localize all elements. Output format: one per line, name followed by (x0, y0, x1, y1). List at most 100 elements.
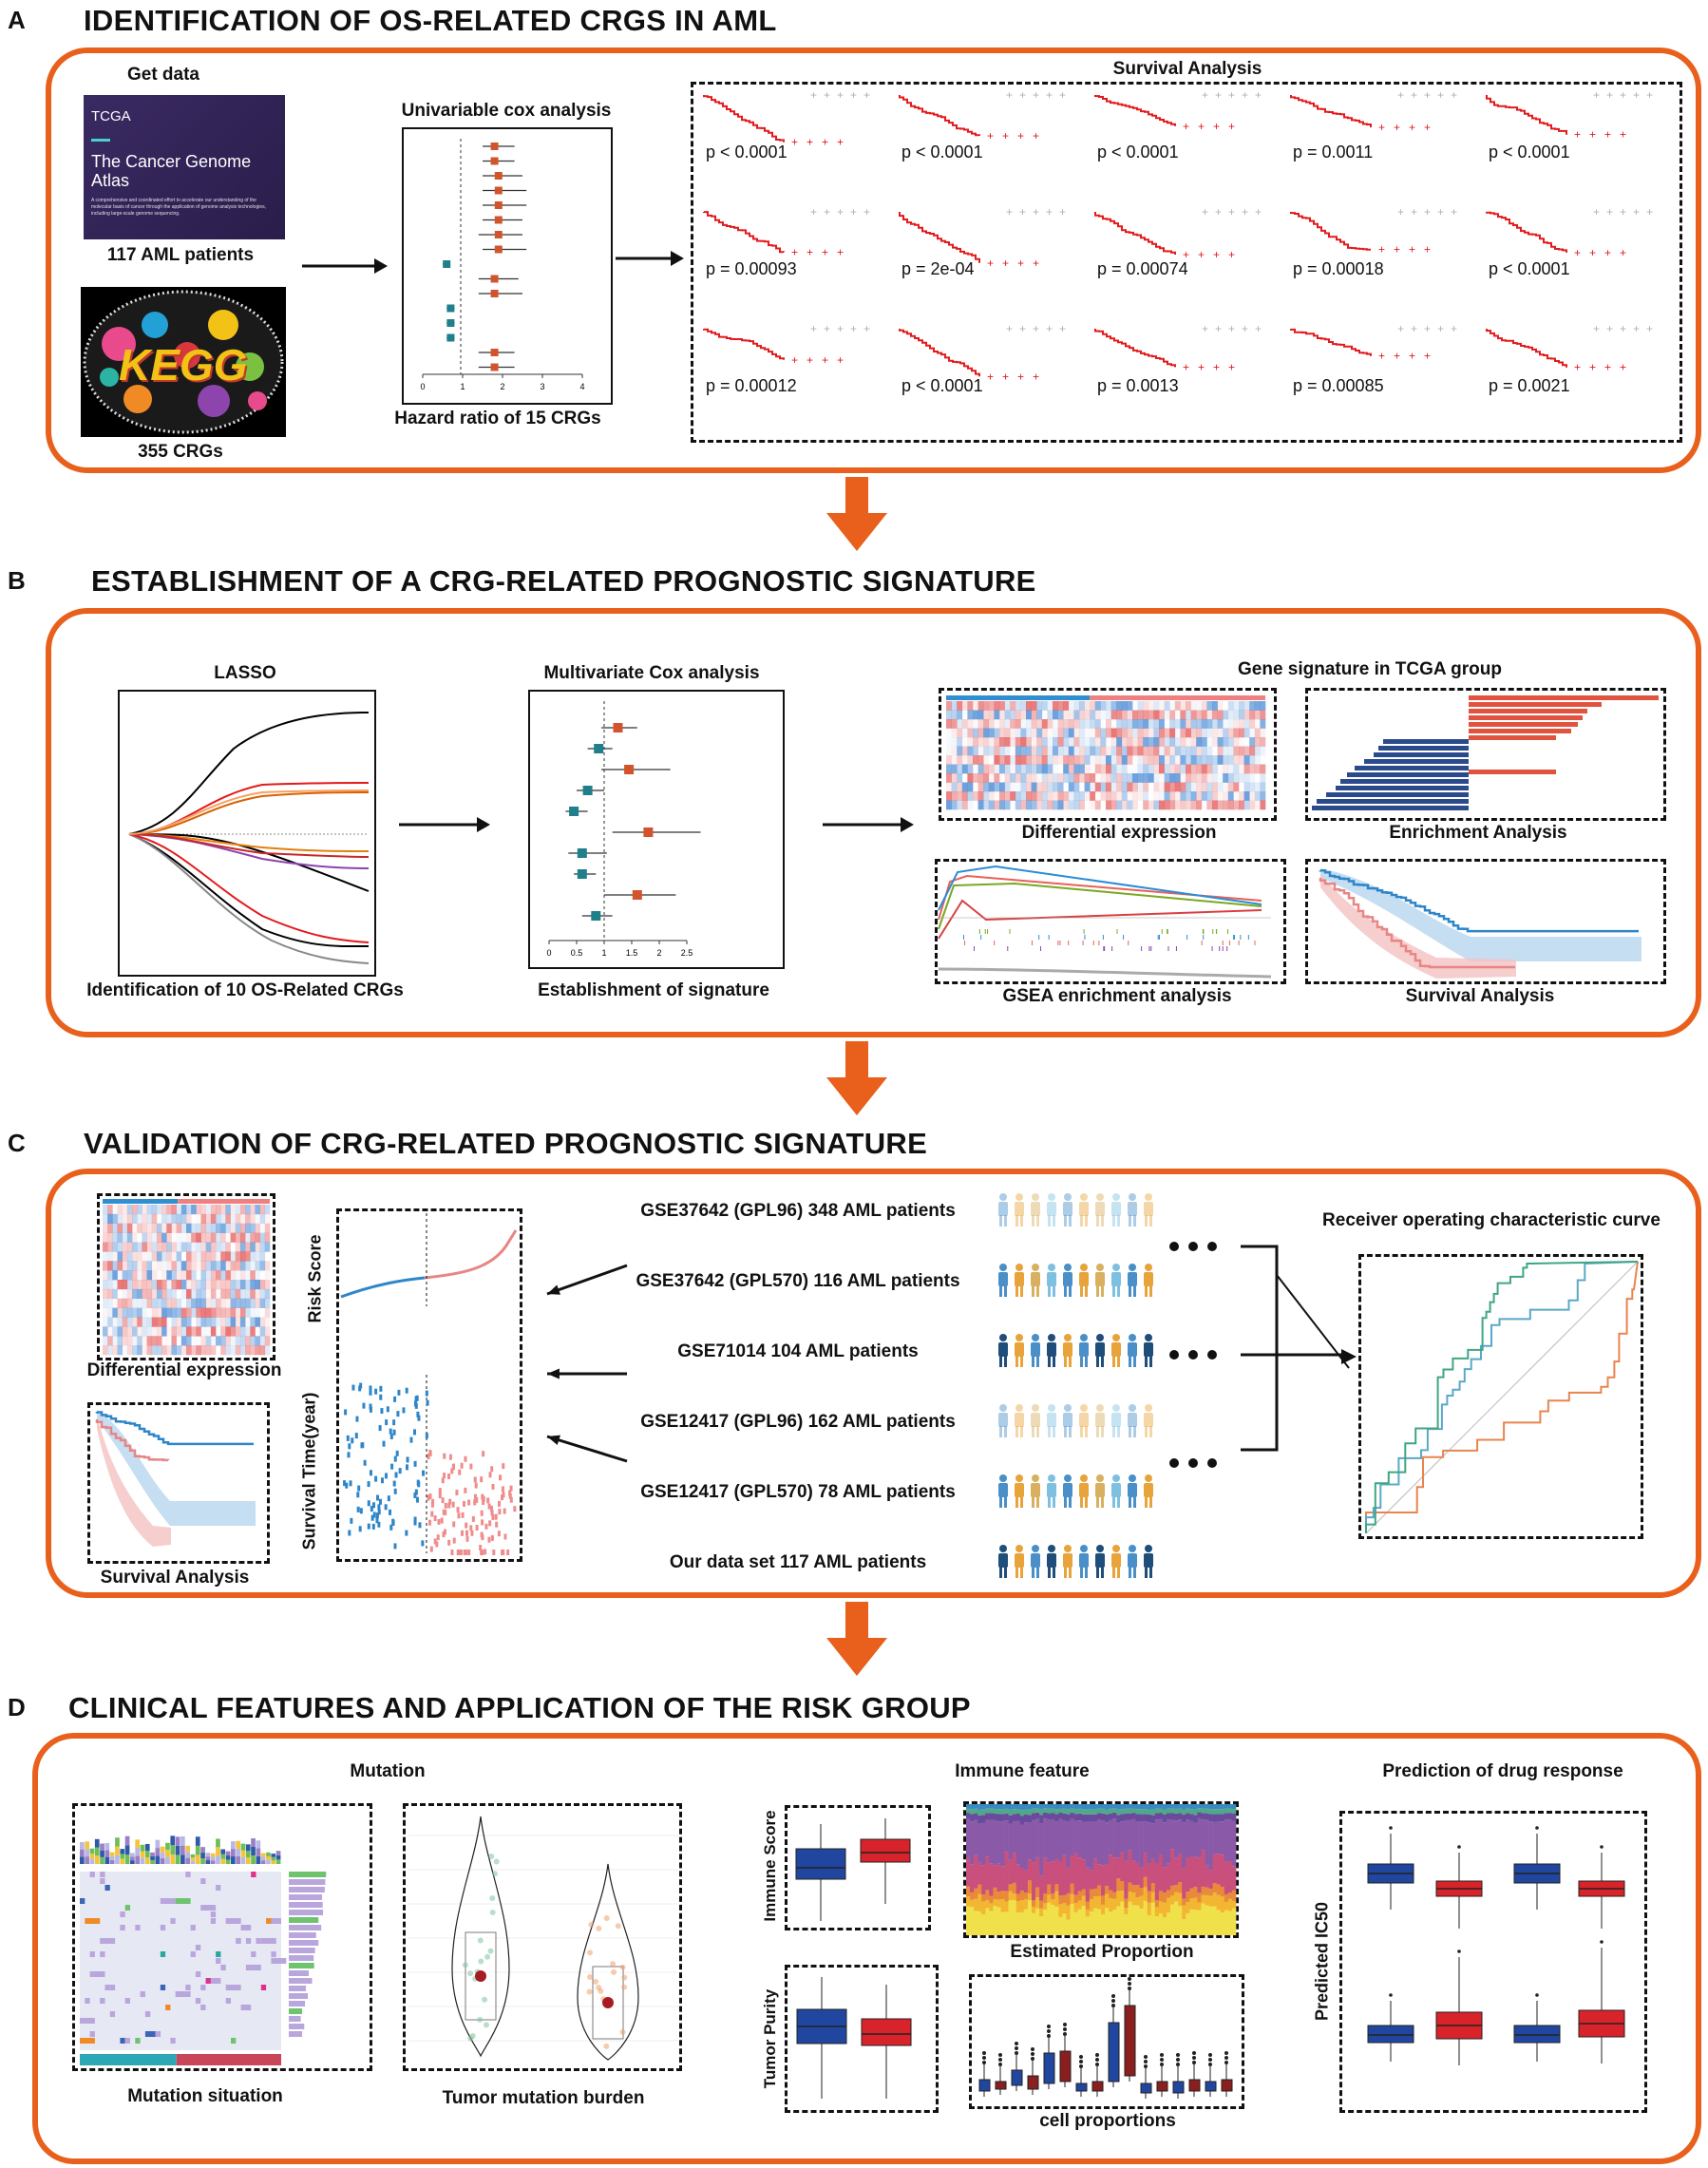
tmb-bar-segment (256, 1855, 261, 1864)
person-icon-leg (1145, 1426, 1148, 1437)
cell-box-outlier (1063, 2023, 1067, 2026)
mutation-cell (225, 1998, 231, 2004)
proportion-segment (1039, 1809, 1044, 1816)
heatmap-cell (180, 1336, 187, 1346)
person-icon-head (999, 1474, 1007, 1482)
km-censor-mark: + (1228, 322, 1235, 335)
heatmap-cell (1260, 701, 1266, 711)
heatmap-cell (1132, 765, 1138, 774)
heatmap-cell (1137, 782, 1144, 792)
heatmap-cell (171, 1251, 177, 1262)
heatmap-cell (220, 1317, 226, 1327)
proportion-segment (1031, 1900, 1036, 1907)
heatmap-cell (1201, 764, 1207, 774)
mutation-cell (225, 1985, 241, 1990)
km-pvalue: p < 0.0001 (706, 143, 788, 162)
heatmap-cell (946, 710, 952, 720)
km-censor-mark: + (863, 205, 870, 219)
proportion-segment (1131, 1892, 1136, 1906)
heatmap-cell (1036, 764, 1043, 774)
proportion-segment (1216, 1804, 1222, 1810)
tmb-bar-segment (231, 1849, 236, 1857)
proportion-segment (1039, 1804, 1044, 1810)
heatmap-cell (176, 1251, 182, 1262)
proportion-segment (1216, 1884, 1222, 1895)
heatmap-cell (220, 1307, 226, 1318)
km-pvalue: p < 0.0001 (901, 143, 983, 162)
heatmap-cell (112, 1242, 118, 1252)
heatmap-cell (264, 1232, 271, 1243)
heatmap-cell (1031, 800, 1037, 810)
person-icon-head (1145, 1474, 1152, 1482)
heatmap-cell (994, 746, 1000, 756)
heatmap-cell (196, 1326, 201, 1337)
forest-point (624, 765, 635, 774)
heatmap-cell (1127, 791, 1133, 801)
cell-box-outlier (1031, 2052, 1034, 2056)
heatmap-cell (151, 1251, 158, 1262)
survival-status-point (413, 1460, 417, 1467)
cell-proportions-frame (969, 1974, 1244, 2109)
heatmap-cell (112, 1288, 118, 1300)
heatmap-cell (126, 1307, 133, 1318)
heatmap-cell (1233, 800, 1240, 810)
heatmap-cell (210, 1242, 217, 1252)
person-icon-body (1015, 1272, 1024, 1286)
heatmap-cell (146, 1317, 153, 1327)
person-icon-leg (1085, 1496, 1088, 1508)
proportion-segment (1092, 1814, 1098, 1822)
heatmap-cell (1260, 800, 1266, 810)
heatmap-cell (1036, 719, 1043, 729)
heatmap-cell (1174, 719, 1181, 729)
cell-box-outlier (982, 2061, 986, 2064)
person-icon-leg (1036, 1496, 1039, 1508)
tmb-bar-segment (155, 1839, 161, 1849)
heatmap-cell (1053, 800, 1058, 810)
heatmap-cell (171, 1288, 177, 1300)
heatmap-cell (220, 1280, 226, 1290)
heatmap-cell (220, 1205, 226, 1215)
km-censor-mark: + (1394, 121, 1400, 134)
proportion-segment (1212, 1906, 1218, 1935)
proportion-segment (1116, 1815, 1121, 1823)
violin-point-low (462, 1962, 468, 1968)
km-pvalue: p = 0.0013 (1097, 376, 1179, 395)
proportion-segment (1227, 1804, 1233, 1809)
forest-tick-label: 0 (546, 948, 551, 958)
lasso-coefficient-path (128, 833, 370, 858)
heatmap-cell (142, 1288, 147, 1300)
heatmap-cell (961, 719, 968, 729)
heatmap-cell (1094, 728, 1101, 738)
heatmap-cell (1196, 701, 1203, 711)
heatmap-cell (1217, 701, 1224, 711)
proportion-segment (1089, 1911, 1094, 1935)
heatmap-cell (1180, 782, 1186, 792)
km-censor-mark: + (1046, 88, 1053, 102)
violin-point-high (621, 1974, 628, 1981)
heatmap-cell (988, 737, 995, 747)
validation-arrow-line (546, 1435, 628, 1463)
heatmap-cell (132, 1242, 138, 1252)
proportion-segment (1212, 1804, 1218, 1810)
survival-status-point (369, 1470, 372, 1476)
km-censor-mark: + (807, 353, 813, 367)
km-censor-mark: + (1424, 350, 1431, 363)
forest-point (494, 245, 503, 254)
person-icon-leg (1020, 1496, 1023, 1508)
proportion-segment (1058, 1804, 1063, 1809)
heatmap-cell (177, 1289, 181, 1299)
proportion-segment (1143, 1820, 1148, 1854)
heatmap-cell (1260, 773, 1266, 783)
heatmap-cell (126, 1223, 133, 1233)
heatmap-cell (161, 1298, 167, 1308)
heatmap-cell (181, 1299, 186, 1308)
km-pvalue: p < 0.0001 (1489, 143, 1570, 162)
survival-status-point (470, 1530, 474, 1536)
km-censor-mark: + (1646, 322, 1653, 335)
heatmap-cell (255, 1251, 260, 1262)
heatmap-cell (180, 1326, 187, 1337)
heatmap-cell (122, 1326, 128, 1337)
proportion-segment (1227, 1892, 1233, 1899)
proportion-segment (1023, 1899, 1029, 1910)
heatmap-cell (1212, 800, 1218, 810)
